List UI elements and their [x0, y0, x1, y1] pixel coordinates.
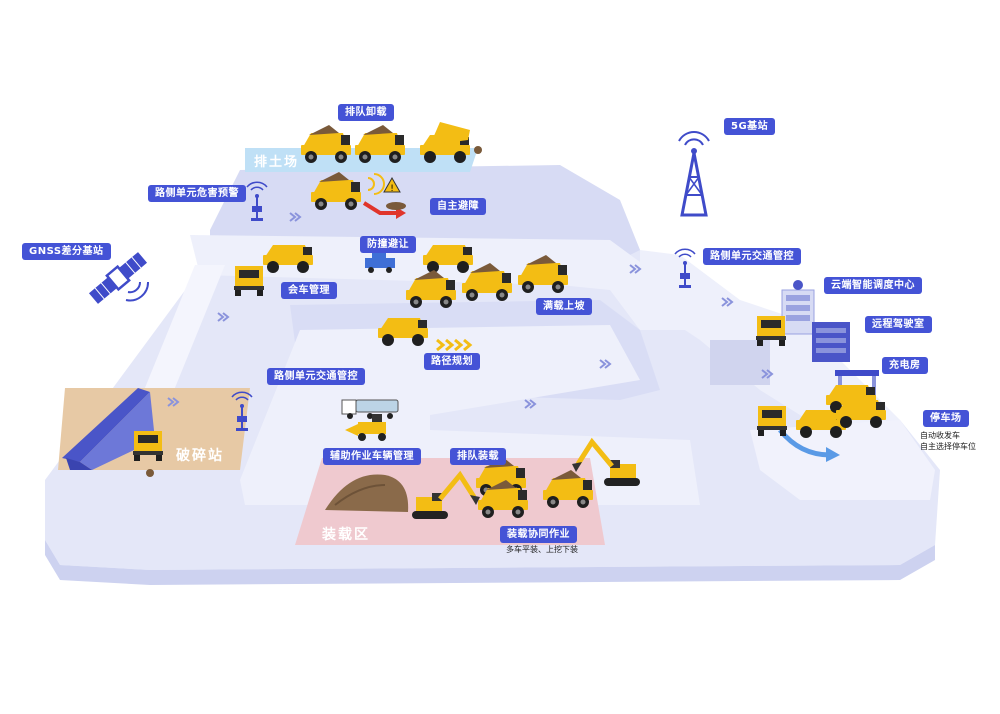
label-collision-yield: 防撞避让	[360, 236, 416, 253]
zone-loading: 装载区	[322, 527, 370, 543]
label-roadside-hazard: 路侧单元危害预警	[148, 185, 246, 202]
label-charging: 充电房	[882, 357, 928, 374]
loader	[345, 414, 386, 441]
label-aux-vehicle: 辅助作业车辆管理	[323, 448, 421, 465]
svg-text:!: !	[390, 184, 394, 194]
building-icon	[781, 280, 850, 362]
label-loaded-uphill: 满载上坡	[536, 298, 592, 315]
mine-base-edge	[45, 540, 935, 585]
crusher-building	[62, 388, 155, 470]
label-roadside-traffic-left: 路侧单元交通管控	[267, 368, 365, 385]
parking-area	[750, 420, 935, 500]
label-gnss: GNSS差分基站	[22, 243, 111, 260]
dump-truck-tipping	[420, 122, 482, 163]
pad-remote	[710, 340, 770, 385]
label-auto-avoid: 自主避障	[430, 198, 486, 215]
upper-road	[190, 235, 720, 330]
label-5g: 5G基站	[724, 118, 776, 135]
path-plan-arrows	[436, 338, 473, 352]
label-roadside-traffic-right: 路侧单元交通管控	[703, 248, 801, 265]
label-remote-driving: 远程驾驶室	[865, 316, 932, 333]
ore-pile	[325, 474, 409, 512]
left-haul-road	[140, 265, 225, 400]
label-coop-loading: 装载协同作业	[500, 526, 577, 543]
label-meeting: 会车管理	[281, 282, 337, 299]
parking-note-1: 自动收发车	[920, 431, 960, 440]
label-path-plan: 路径规划	[424, 353, 480, 370]
zone-dump-site: 排土场	[254, 155, 300, 170]
arrow-icon	[362, 201, 406, 219]
label-queue-dump: 排队卸载	[338, 104, 394, 121]
zone-crushing: 破碎站	[176, 448, 224, 464]
label-queue-load: 排队装载	[450, 448, 506, 465]
label-parking: 停车场	[923, 410, 969, 427]
parking-note-2: 自主选择停车位	[920, 442, 976, 451]
warning-icon: !	[383, 176, 401, 194]
tower-5g-icon	[678, 131, 710, 217]
pickup-truck	[365, 252, 395, 273]
coop-note: 多车平装、上挖下装	[506, 545, 578, 554]
satellite-icon	[88, 252, 148, 304]
water-truck	[341, 399, 399, 419]
label-cloud-dispatch: 云端智能调度中心	[824, 277, 922, 294]
